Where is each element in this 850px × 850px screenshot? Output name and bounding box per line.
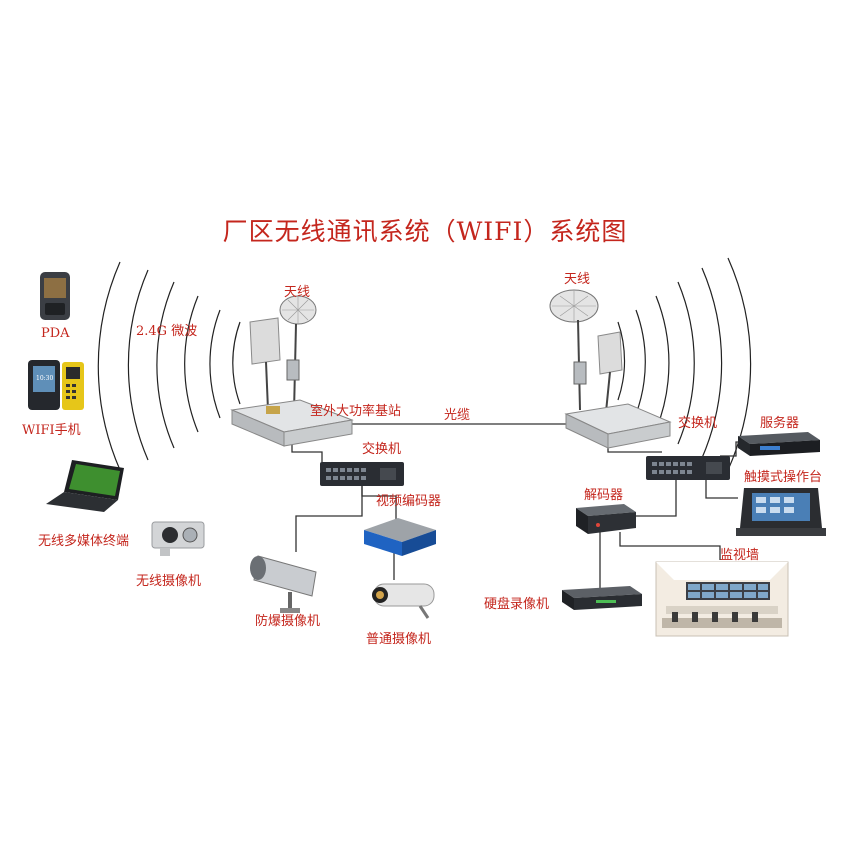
- normal-camera-device: [372, 583, 435, 619]
- base-station-label: 室外大功率基站: [310, 404, 402, 419]
- microwave-label: 2.4G 微波: [136, 324, 198, 339]
- touch-console-label: 触摸式操作台: [744, 470, 823, 485]
- decoder-device: [576, 504, 636, 534]
- diagram-title: 厂区无线通讯系统（WIFI）系统图: [222, 217, 628, 246]
- video-encoder-device: [364, 518, 436, 556]
- switch-to-explosion-camera-line: [295, 486, 363, 552]
- decoder-to-wall-line: [619, 532, 721, 560]
- dvr-device: [562, 586, 642, 610]
- explosion-proof-camera-label: 防爆摄像机: [255, 614, 321, 629]
- monitor-wall-label: 监视墙: [720, 548, 760, 563]
- antenna-right-label: 天线: [564, 272, 591, 287]
- right-wave-arcs: [617, 257, 752, 471]
- server-device: [738, 432, 820, 456]
- switch-to-decoder-line: [632, 480, 677, 517]
- switch-to-server-line: [720, 441, 740, 457]
- right-antennas: [549, 289, 623, 413]
- switch-to-encoder-line: [361, 486, 397, 520]
- antenna-left-label: 天线: [284, 285, 311, 300]
- left-base-station: [230, 399, 354, 447]
- connection-lines: [291, 423, 740, 588]
- right-switch: [646, 456, 730, 480]
- bs-to-switch-left-line: [291, 440, 323, 462]
- left-switch: [320, 462, 404, 486]
- normal-camera-label: 普通摄像机: [366, 632, 432, 647]
- laptop-device: [46, 460, 124, 512]
- optical-cable-label: 光缆: [444, 408, 471, 423]
- server-label: 服务器: [760, 416, 800, 431]
- dvr-label: 硬盘录像机: [484, 597, 550, 612]
- switch-to-console-line: [705, 480, 738, 499]
- left-wave-arcs: [97, 261, 241, 471]
- wireless-camera-device: [151, 521, 205, 556]
- phone-screen-time: 10:30: [36, 375, 53, 382]
- left-antennas: [249, 295, 317, 413]
- pda-device: [40, 272, 70, 320]
- switch-right-label: 交换机: [678, 416, 718, 431]
- pda-label: PDA: [41, 326, 70, 341]
- decoder-label: 解码器: [584, 488, 624, 503]
- explosion-proof-camera-device: [250, 555, 317, 613]
- right-base-station: [564, 403, 672, 449]
- wifi-phone-label: WIFI手机: [22, 423, 81, 438]
- multimedia-terminal-label: 无线多媒体终端: [38, 534, 130, 549]
- monitor-wall-image: [655, 561, 789, 637]
- switch-left-label: 交换机: [362, 442, 402, 457]
- touch-console-device: [736, 488, 826, 536]
- wireless-camera-label: 无线摄像机: [136, 574, 202, 589]
- video-encoder-label: 视频编码器: [376, 494, 442, 509]
- wifi-phones: 10:30: [28, 360, 84, 410]
